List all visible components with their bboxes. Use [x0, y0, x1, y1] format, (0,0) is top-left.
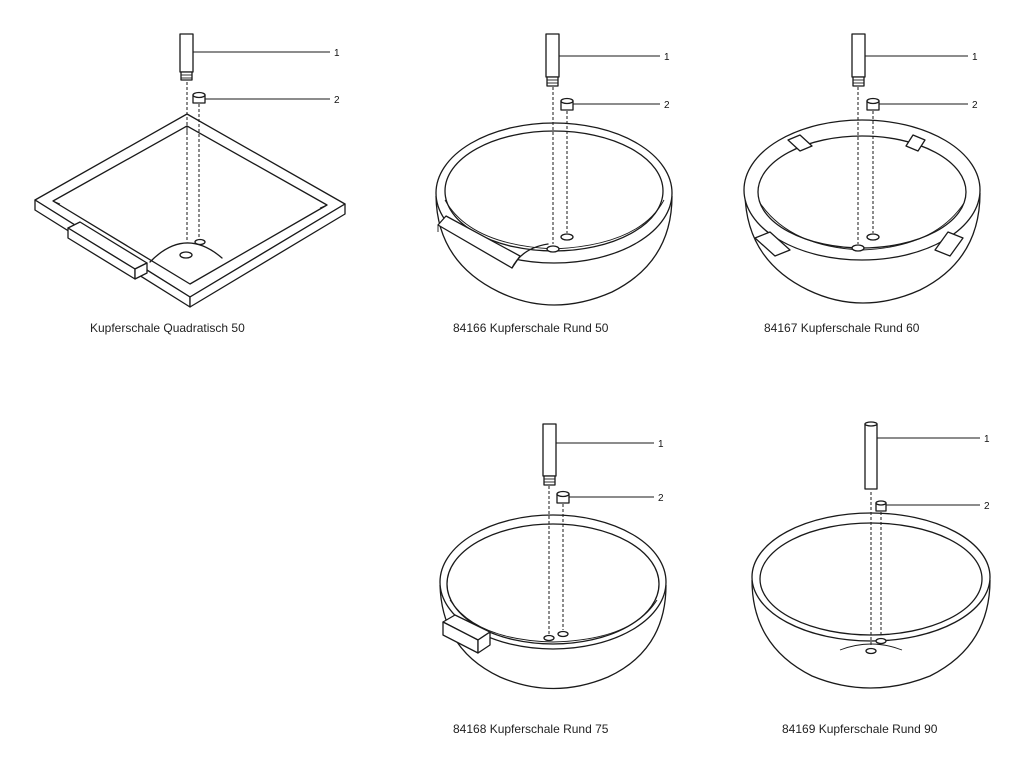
- callout-2: 2: [658, 493, 664, 504]
- product-square-50: 1 2: [34, 33, 346, 308]
- plug-part-2: [866, 97, 880, 111]
- product-round-75: 1 2: [439, 423, 667, 690]
- caption-square-50: Kupferschale Quadratisch 50: [90, 321, 245, 335]
- callout-1: 1: [984, 434, 990, 445]
- plug-part-2: [560, 97, 574, 111]
- callout-2: 2: [972, 100, 978, 111]
- callout-1: 1: [658, 439, 664, 450]
- callout-1: 1: [664, 52, 670, 63]
- plug-part-2: [192, 91, 206, 104]
- callout-2: 2: [664, 100, 670, 111]
- round-60-bowl-drawing: [743, 119, 981, 304]
- caption-round-90: 84169 Kupferschale Rund 90: [782, 722, 938, 736]
- product-round-90: 1 2: [751, 421, 991, 689]
- square-bowl-drawing: [34, 113, 346, 308]
- pipe-part-1: [864, 421, 878, 490]
- caption-round-50: 84166 Kupferschale Rund 50: [453, 321, 609, 335]
- plug-part-2: [556, 490, 570, 504]
- pipe-part-1: [179, 33, 194, 81]
- callout-2: 2: [334, 95, 340, 106]
- callout-1: 1: [972, 52, 978, 63]
- round-50-bowl-drawing: [435, 122, 673, 306]
- round-75-bowl-drawing: [439, 514, 667, 690]
- pipe-part-1: [851, 33, 866, 87]
- product-round-50: 1 2: [435, 33, 673, 306]
- product-round-60: 1 2: [743, 33, 981, 304]
- plug-part-2: [875, 500, 887, 512]
- callout-2: 2: [984, 501, 990, 512]
- pipe-part-1: [542, 423, 557, 486]
- callout-1: 1: [334, 48, 340, 59]
- pipe-part-1: [545, 33, 560, 87]
- caption-round-60: 84167 Kupferschale Rund 60: [764, 321, 920, 335]
- caption-round-75: 84168 Kupferschale Rund 75: [453, 722, 609, 736]
